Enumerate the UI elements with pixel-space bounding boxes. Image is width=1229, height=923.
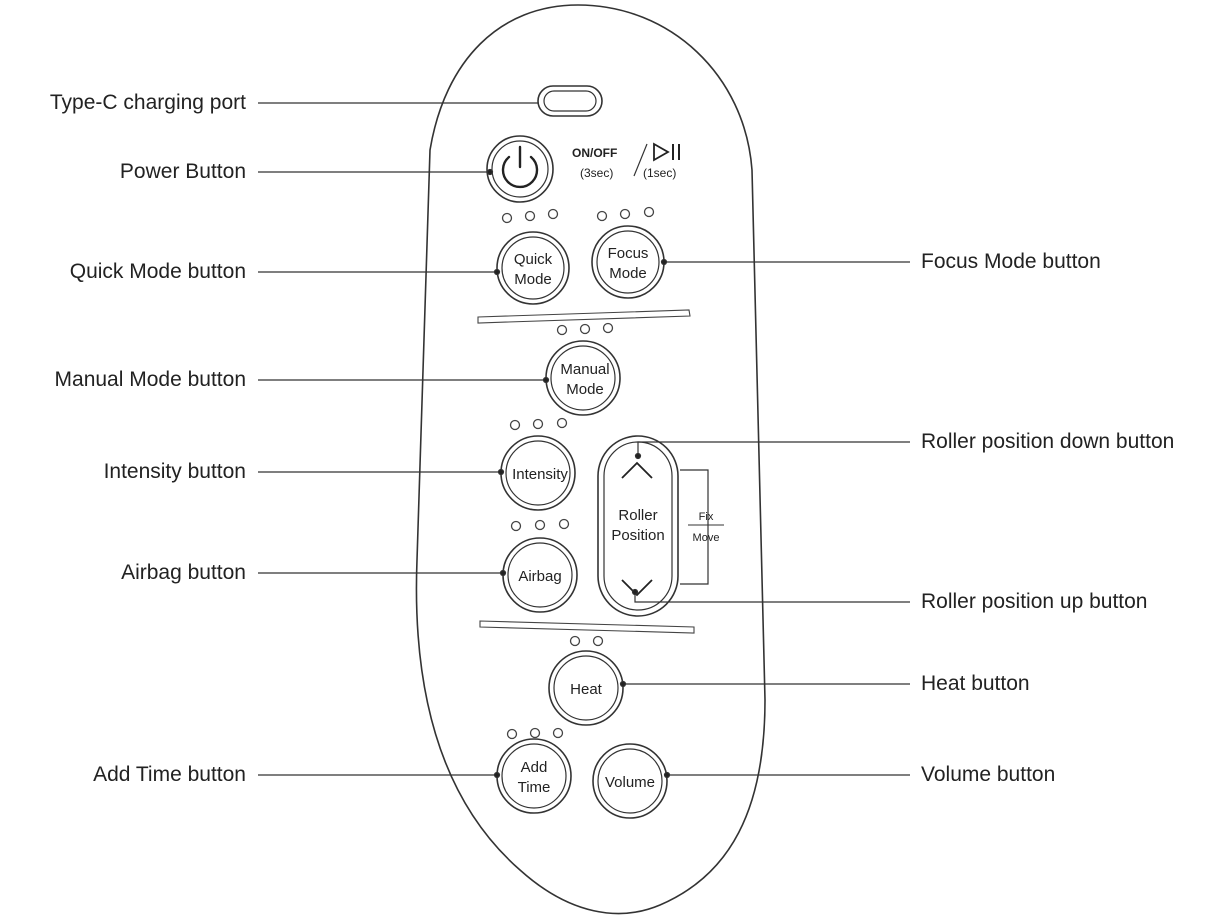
manual-mode-button[interactable]: Manual Mode [545,340,621,416]
play-pause-icon [653,142,680,162]
chevron-up-icon[interactable] [621,461,653,479]
remote-body-outline [415,4,766,915]
fix-label: Fix [699,511,714,523]
callout-type-c-port: Type-C charging port [49,91,246,114]
chevron-down-icon[interactable] [621,579,653,597]
callout-roller-up: Roller position up button [921,590,1148,613]
callout-airbag: Airbag button [121,561,246,584]
leader-lines [258,102,910,779]
power-icon [501,145,539,189]
svg-text:Heat: Heat [570,681,603,698]
fix-move-bracket [680,469,724,585]
power-on-off-label: ON/OFF [572,146,617,160]
callout-power: Power Button [119,160,246,183]
add-time-button[interactable]: Add Time [496,738,572,814]
callout-quick-mode: Quick Mode button [69,260,246,283]
svg-text:Quick: Quick [514,251,553,268]
power-on-off-hold: (3sec) [580,166,613,180]
svg-text:Volume: Volume [605,774,655,791]
airbag-button[interactable]: Airbag [502,537,578,613]
power-caption-slash [633,143,648,177]
callout-add-time: Add Time button [93,763,246,786]
type-c-port [537,85,603,117]
svg-text:Mode: Mode [609,265,647,282]
volume-button[interactable]: Volume [592,743,668,819]
svg-text:Mode: Mode [514,271,552,288]
svg-text:Intensity: Intensity [512,466,568,483]
heat-button[interactable]: Heat [548,650,624,726]
svg-text:Mode: Mode [566,381,604,398]
svg-text:Focus: Focus [608,245,649,262]
callout-focus-mode: Focus Mode button [921,250,1101,273]
power-button[interactable] [486,135,554,203]
callout-heat: Heat button [921,672,1030,695]
callout-intensity: Intensity button [103,460,246,483]
focus-mode-button[interactable]: Focus Mode [591,225,665,299]
move-label: Move [693,532,720,544]
svg-text:Add: Add [521,759,548,776]
callout-roller-down: Roller position down button [921,430,1175,453]
indicator-dots [501,206,655,740]
svg-text:Time: Time [518,779,551,796]
callout-volume: Volume button [921,763,1056,786]
svg-text:Airbag: Airbag [518,568,561,585]
callout-manual-mode: Manual Mode button [54,368,246,391]
roller-position-button[interactable]: Roller Position [597,435,679,617]
intensity-button[interactable]: Intensity [500,435,576,511]
quick-mode-button[interactable]: Quick Mode [496,231,570,305]
svg-text:Manual: Manual [560,361,609,378]
divider [479,620,695,634]
play-pause-hold: (1sec) [643,166,676,180]
svg-text:Roller: Roller [618,507,657,524]
svg-text:Position: Position [611,527,664,544]
divider [477,309,691,324]
